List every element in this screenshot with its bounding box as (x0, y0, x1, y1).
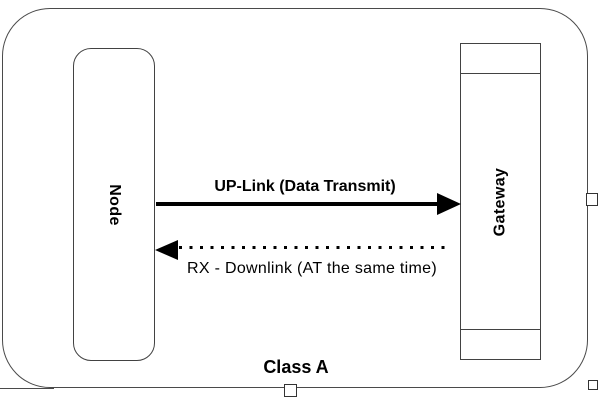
gateway-top-divider (461, 73, 540, 74)
uplink-arrowhead-icon (437, 193, 461, 215)
gateway-box[interactable]: Gateway (460, 43, 541, 360)
selection-handle-right-middle[interactable] (586, 193, 598, 206)
downlink-arrowhead-icon (155, 240, 178, 260)
downlink-label: RX - Downlink (AT the same time) (187, 260, 437, 277)
selection-handle-bottom-right[interactable] (588, 380, 598, 390)
gateway-label: Gateway (491, 167, 509, 236)
class-a-caption: Class A (263, 357, 329, 377)
uplink-arrow-line[interactable] (156, 202, 440, 206)
selection-handle-bottom-center[interactable] (284, 384, 297, 397)
node-box[interactable]: Node (73, 48, 155, 361)
downlink-arrow-line[interactable] (179, 246, 451, 249)
node-label: Node (105, 183, 123, 226)
selection-bottom-line (0, 388, 54, 390)
gateway-bottom-divider (461, 329, 540, 330)
uplink-label: UP-Link (Data Transmit) (214, 178, 396, 195)
